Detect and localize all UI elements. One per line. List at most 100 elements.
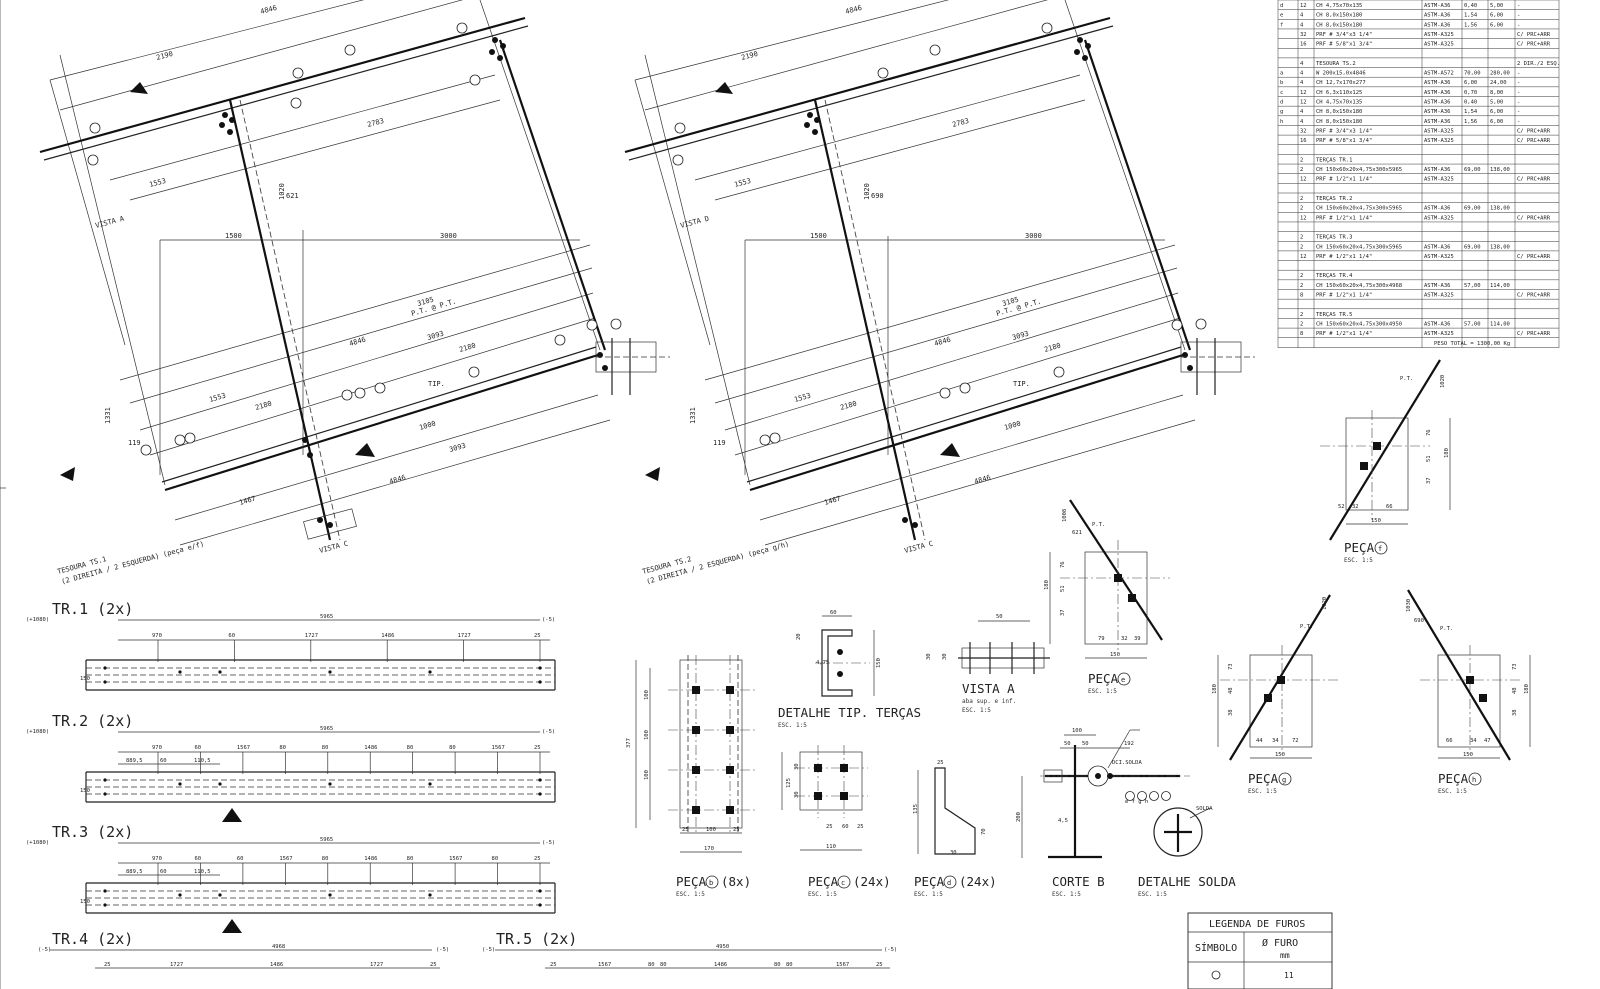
table-cell: - [1517,109,1520,115]
detail-peca-g: 150 44 34 72 1020 P.T. 180 73 48 38 PEÇA… [1212,594,1340,795]
table-cell: ASTM-A325 [1424,215,1454,221]
c-d110: 110 [826,844,836,850]
b-qty: (8x) [721,874,751,889]
table-cell: 69,00 [1464,167,1481,173]
table-cell: h [1280,119,1283,125]
table-cell: 6,00 [1464,80,1477,86]
tr3-title: TR.3 (2x) [52,823,133,841]
e-d621: 621 [1072,530,1082,536]
tr1-dim: 1727 [305,633,318,639]
tt-d475: 4,75 [816,660,829,666]
f-d52: 52 [1338,504,1345,510]
table-cell: ASTM-A572 [1424,71,1454,77]
table-cell: 4 [1300,61,1304,67]
table-cell: CH 6,3x110x125 [1316,90,1362,96]
table-cell: d [1280,100,1283,106]
cb-d50b: 50 [1082,741,1089,747]
tr2-elev-r: (-5) [542,729,555,735]
g-d72: 72 [1292,738,1299,744]
table-cell: TERÇAS TR.2 [1316,196,1352,202]
b-d100b: 100 [644,730,650,740]
d-title: PEÇA [914,874,945,889]
c-qty: (24x) [853,874,891,889]
tr2-dim: 80 [449,745,456,751]
tr5-title: TR.5 (2x) [496,930,577,948]
e-d32: 32 [1121,636,1128,642]
table-cell: 12 [1300,254,1307,260]
table-total: PESO TOTAL = 1300,00 Kg [1434,341,1510,347]
cb-d200: 200 [1016,812,1022,822]
table-cell: 1,54 [1464,109,1478,115]
h-d34: 34 [1470,738,1477,744]
vista-d-label: VISTA D [679,215,710,230]
table-cell: 16 [1300,42,1307,48]
tr5-d6: 80 [786,962,793,968]
table-cell: ASTM-A325 [1424,331,1454,337]
dim-3093: 3093 [426,330,444,342]
tr5-d1: 1567 [598,962,611,968]
tr4-title: TR.4 (2x) [52,930,133,948]
cb-weld: DCI.SOLDA [1112,760,1142,766]
table-cell: C/ PRC+ARR [1517,138,1551,144]
dim-1000: 1000 [1003,420,1021,432]
detail-peca-h: 150 66 34 47 1030 690 P.T. 180 73 48 38 … [1406,589,1531,795]
table-cell: CH 4,75x70x135 [1316,100,1362,106]
table-cell: 2 [1300,206,1303,212]
g-pt: P.T. [1300,624,1313,630]
tr4-d1: 1727 [170,962,183,968]
tr1-dim: 25 [534,633,541,639]
dim-3000: 3000 [440,232,457,240]
truss-ts1: 4846 2190 2783 1553 1500 3000 3105 P.T. … [39,0,670,586]
section-marker-icon [222,919,242,933]
tr3-dim: 25 [534,856,541,862]
tt-d150: 150 [876,658,882,668]
tt-scale: ESC. 1:5 [778,722,807,729]
tr4-d4: 25 [104,962,111,968]
tr3-dim: 60 [237,856,244,862]
e-d79: 79 [1098,636,1105,642]
dim-2180: 2180 [458,342,476,354]
table-cell: 138,00 [1490,244,1510,250]
table-cell: 1,56 [1464,22,1477,28]
cb-d45: 4,5 [1058,818,1068,824]
tr1-dim: 970 [152,633,162,639]
d-mark: d [947,879,951,887]
e-d37: 37 [1060,609,1066,616]
solda-title: DETALHE SOLDA [1138,874,1236,889]
table-cell: - [1517,80,1520,86]
e-d51: 51 [1060,585,1066,592]
table-cell: ASTM-A36 [1424,90,1451,96]
table-cell: ASTM-A325 [1424,42,1454,48]
table-cell: ASTM-A36 [1424,119,1451,125]
detail-peca-f: 150 32 66 52 1020 P.T. 180 76 51 37 PEÇA… [1320,359,1451,564]
e-mark: e [1121,676,1125,684]
table-cell: ASTM-A325 [1424,138,1454,144]
table-cell: 12 [1300,3,1307,9]
tr2-dim: 1486 [364,745,377,751]
tr2-elev: (+1080) [26,729,49,735]
dim-top2: 2190 [155,50,173,62]
table-cell: C/ PRC+ARR [1517,254,1551,260]
f-d37: 37 [1426,477,1432,484]
table-cell: 32 [1300,32,1307,38]
table-cell: 8 [1300,293,1303,299]
table-cell: 6,00 [1490,22,1503,28]
tr2-dim: 80 [407,745,414,751]
dim-4846: 4846 [933,336,951,348]
tr5-overall: 4950 [716,944,729,950]
table-cell: PRF # 1/2"x1 1/4" [1316,254,1372,260]
table-cell: 280,00 [1490,71,1510,77]
dim-2783: 2783 [951,117,969,129]
tr1-elev-r: (-5) [542,617,555,623]
f-d51: 51 [1426,455,1432,462]
table-cell: C/ PRC+ARR [1517,128,1551,134]
va-d30b: 30 [942,653,948,660]
